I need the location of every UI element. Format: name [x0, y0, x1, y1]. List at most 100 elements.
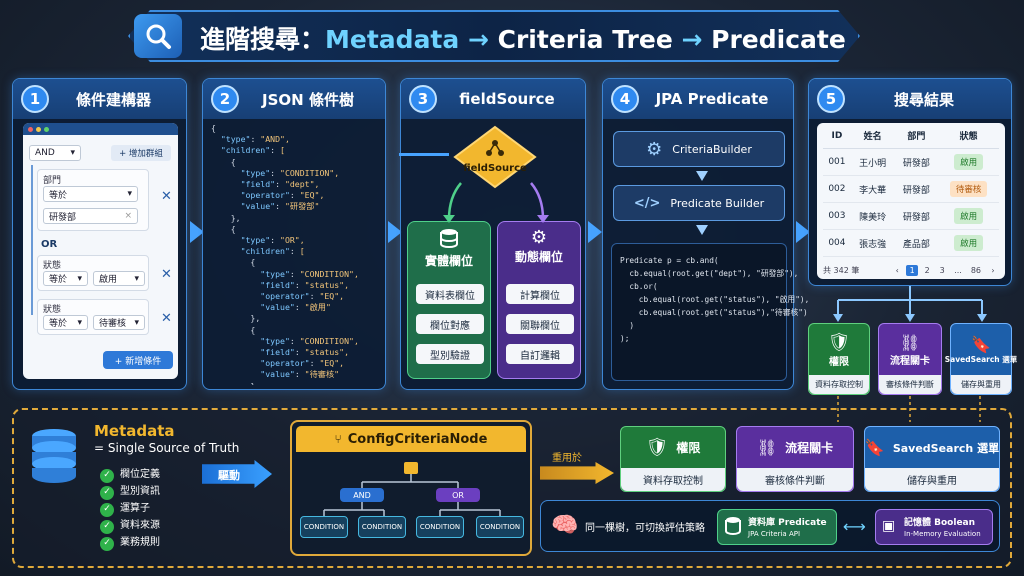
- dynamic-field-group: ⚙ 動態欄位 計算欄位 關聯欄位 自訂邏輯: [497, 221, 581, 379]
- status-badge: 啟用: [954, 208, 984, 224]
- dynamic-item: 計算欄位: [506, 284, 574, 304]
- code-icon: </>: [633, 195, 661, 211]
- metadata-subtitle: = Single Source of Truth: [94, 441, 240, 455]
- check-icon: ✓: [100, 502, 114, 517]
- condition-node: CONDITION: [358, 516, 406, 538]
- value-input[interactable]: 研發部×: [43, 208, 138, 224]
- page-button[interactable]: ...: [954, 266, 962, 275]
- column-header[interactable]: 姓名: [850, 123, 895, 149]
- shield-check-icon: 🛡: [645, 437, 669, 458]
- db-predicate-box: 資料庫 Predicate JPA Criteria API: [717, 509, 837, 545]
- cell-name: 陳美玲: [850, 202, 895, 230]
- branch-arrows: [443, 182, 549, 223]
- step-number: 1: [21, 85, 49, 113]
- page-button[interactable]: 1: [906, 265, 919, 276]
- bottom-savedsearch-card: 🔖SavedSearch 選單 儲存與重用: [864, 426, 1000, 492]
- results-branch-lines: [833, 286, 987, 322]
- flow-arrow: [388, 221, 402, 243]
- logic-select[interactable]: AND▾: [29, 145, 81, 161]
- page-button[interactable]: 2: [924, 266, 930, 275]
- database-icon: [724, 516, 742, 540]
- and-node: AND: [340, 488, 384, 502]
- config-criteria-node-box: ⑂ ConfigCriteriaNode AND OR CONDITION CO…: [290, 420, 532, 556]
- json-line: "value": "啟用": [260, 302, 331, 313]
- value-select[interactable]: 待審核▾: [93, 315, 145, 330]
- operator-select[interactable]: 等於▾: [43, 271, 88, 286]
- json-line: "operator": "EQ",: [260, 291, 345, 302]
- flow-icon: ⛓: [899, 332, 921, 352]
- step-title: JSON 條件樹: [262, 90, 354, 109]
- page-button[interactable]: ›: [991, 266, 995, 275]
- metadata-item: ✓欄位定義: [100, 466, 160, 483]
- step-number: 5: [817, 85, 845, 113]
- json-line: },: [211, 212, 241, 223]
- check-icon: ✓: [100, 468, 114, 483]
- json-line: {: [211, 156, 236, 167]
- page-button[interactable]: 86: [970, 266, 981, 275]
- column-header[interactable]: 部門: [894, 123, 939, 149]
- cell-status: 啟用: [938, 202, 999, 230]
- value-select[interactable]: 啟用▾: [93, 271, 145, 286]
- column-header[interactable]: 狀態: [938, 123, 999, 149]
- flow-arrow: [190, 221, 204, 243]
- step-title: fieldSource: [459, 90, 555, 108]
- physical-item: 欄位對應: [416, 314, 484, 334]
- operator-select[interactable]: 等於▾: [43, 186, 138, 202]
- json-line: "type": "CONDITION",: [260, 335, 359, 346]
- json-line: {: [211, 223, 236, 234]
- step-number: 2: [211, 85, 239, 113]
- page-title: 進階搜尋：Metadata → Criteria Tree → Predicat…: [200, 25, 846, 54]
- tree-icon: ⑂: [334, 432, 342, 446]
- config-node-title: ConfigCriteriaNode: [347, 431, 488, 447]
- operator-select[interactable]: 等於▾: [43, 315, 88, 330]
- json-line: "type": "CONDITION",: [260, 268, 359, 279]
- reuse-arrow: [540, 462, 614, 484]
- criteria-builder-box: ⚙CriteriaBuilder: [613, 131, 785, 167]
- cell-id: 003: [823, 202, 851, 230]
- predicate-code: Predicate p = cb.and( cb.equal(root.get(…: [612, 244, 810, 355]
- or-node: OR: [436, 488, 480, 502]
- json-line: }: [211, 381, 383, 385]
- cell-dept: 研發部: [894, 202, 939, 230]
- json-line: "field": "status",: [260, 347, 350, 358]
- chip-icon: ▣: [882, 518, 896, 534]
- feature-permission-card: 🛡權限 資料存取控制: [808, 323, 870, 395]
- remove-condition-icon[interactable]: ✕: [161, 311, 172, 326]
- json-line: "value": "待審核": [260, 369, 340, 380]
- drive-label: 驅動: [218, 469, 240, 482]
- step-number: 3: [409, 85, 437, 113]
- check-icon: ✓: [100, 519, 114, 534]
- cell-id: 001: [823, 148, 851, 176]
- page-button[interactable]: 3: [939, 266, 945, 275]
- condition-node: CONDITION: [300, 516, 348, 538]
- add-group-button[interactable]: + 增加群組: [111, 145, 171, 161]
- remove-condition-icon[interactable]: ✕: [161, 189, 172, 204]
- json-line: "type": "OR",: [240, 235, 305, 246]
- json-line: "field": "dept",: [240, 179, 320, 190]
- code-line: cb.equal(root.get("status"), "啟用"),: [620, 295, 810, 304]
- cell-dept: 研發部: [894, 148, 939, 176]
- dynamic-item: 關聯欄位: [506, 314, 574, 334]
- page-button[interactable]: ‹: [895, 266, 899, 275]
- bookmark-icon: 🔖: [864, 438, 885, 457]
- add-condition-button[interactable]: + 新增條件: [103, 351, 173, 369]
- physical-field-group: 實體欄位 資料表欄位 欄位對應 型別驗證: [407, 221, 491, 379]
- check-icon: ✓: [100, 536, 114, 551]
- cell-id: 002: [823, 175, 851, 203]
- status-badge: 待審核: [949, 181, 988, 197]
- remove-condition-icon[interactable]: ✕: [161, 267, 172, 282]
- condition-node: CONDITION: [476, 516, 524, 538]
- json-line: {: [211, 123, 216, 133]
- memory-boolean-box: ▣ 記憶體 Boolean In-Memory Evaluation: [875, 509, 993, 545]
- physical-item: 資料表欄位: [416, 284, 484, 304]
- column-header[interactable]: ID: [823, 123, 851, 149]
- flow-arrow: [796, 221, 810, 243]
